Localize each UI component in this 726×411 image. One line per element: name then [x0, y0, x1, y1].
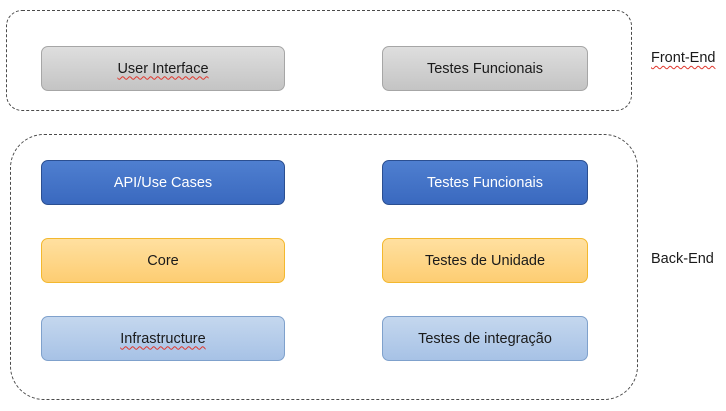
- api-use-cases-box: API/Use Cases: [41, 160, 285, 205]
- integration-tests-label: Testes de integração: [418, 330, 552, 347]
- api-use-cases-label: API/Use Cases: [113, 174, 213, 191]
- front-end-label-text: Front-End: [651, 50, 716, 66]
- back-end-label-text: Back-End: [651, 251, 714, 267]
- infrastructure-label: Infrastructure: [120, 330, 206, 347]
- front-end-functional-tests-box: Testes Funcionais: [382, 46, 588, 91]
- user-interface-box: User Interface: [41, 46, 285, 91]
- core-label: Core: [147, 252, 179, 269]
- core-box: Core: [41, 238, 285, 283]
- front-end-label: Front-End: [651, 50, 715, 66]
- back-end-functional-tests-label: Testes Funcionais: [426, 174, 544, 191]
- unit-tests-box: Testes de Unidade: [382, 238, 588, 283]
- user-interface-label: User Interface: [117, 60, 209, 77]
- front-end-group: [6, 10, 632, 111]
- infrastructure-box: Infrastructure: [41, 316, 285, 361]
- back-end-group: [10, 134, 638, 400]
- front-end-functional-tests-label: Testes Funcionais: [426, 60, 544, 77]
- unit-tests-label: Testes de Unidade: [424, 252, 546, 269]
- back-end-label: Back-End: [651, 251, 714, 267]
- back-end-functional-tests-box: Testes Funcionais: [382, 160, 588, 205]
- integration-tests-box: Testes de integração: [382, 316, 588, 361]
